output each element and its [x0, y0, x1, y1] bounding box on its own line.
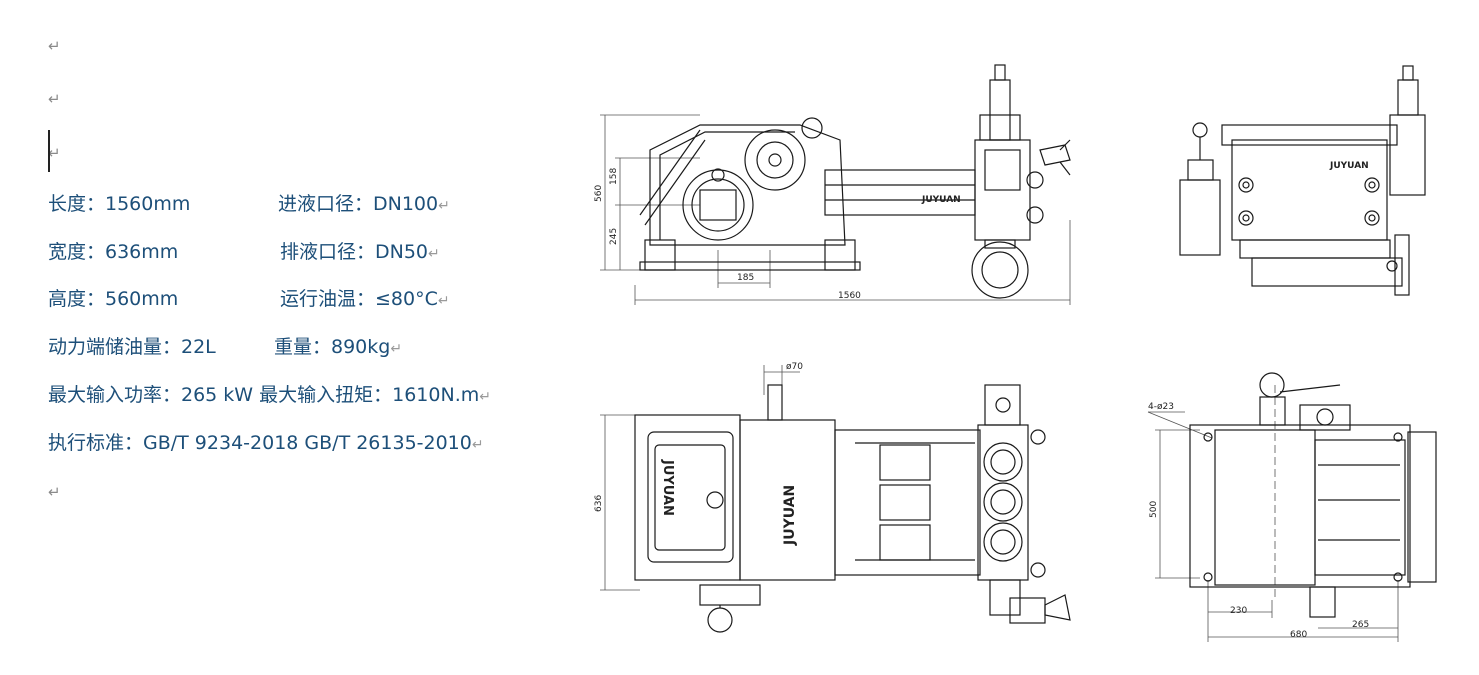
paragraph-mark: ↵ — [48, 90, 61, 108]
text-cursor — [48, 130, 50, 172]
spec-outlet: 排液口径：DN50 — [280, 241, 429, 263]
dim-top-shaft: ø70 — [786, 362, 803, 372]
top-view — [600, 365, 1071, 633]
dim-end-500: 500 — [1149, 501, 1159, 518]
spec-line-oil: 动力端储油量：22L 重量：890kg↵ — [48, 335, 402, 359]
spec-height: 高度：560mm — [48, 288, 179, 310]
paragraph-mark: ↵ — [471, 437, 484, 453]
front-view — [600, 64, 1071, 305]
paragraph-mark: ↵ — [438, 198, 450, 214]
dim-front-length: 1560 — [838, 291, 861, 301]
paragraph-mark: ↵ — [48, 144, 61, 162]
spec-line-height: 高度：560mm 运行油温：≤80°C↵ — [48, 287, 450, 311]
dim-front-185: 185 — [737, 273, 754, 283]
spec-line-standard: 执行标准：GB/T 9234-2018 GB/T 26135-2010↵ — [48, 431, 484, 457]
spec-standard: 执行标准：GB/T 9234-2018 GB/T 26135-2010 — [48, 432, 472, 454]
paragraph-mark: ↵ — [390, 341, 403, 357]
spec-line-width: 宽度：636mm 排液口径：DN50↵ — [48, 240, 440, 264]
spec-power-torque: 最大输入功率：265 kW 最大输入扭矩：1610N.m — [48, 384, 480, 406]
spec-oil-temp: 运行油温：≤80°C — [280, 288, 438, 310]
brand-label-side: JUYUAN — [1329, 161, 1369, 171]
paragraph-mark: ↵ — [48, 37, 61, 55]
spec-inlet: 进液口径：DN100 — [278, 193, 439, 215]
spec-line-power: 最大输入功率：265 kW 最大输入扭矩：1610N.m↵ — [48, 383, 491, 409]
dim-end-230: 230 — [1230, 606, 1247, 616]
paragraph-mark: ↵ — [479, 389, 491, 405]
paragraph-mark: ↵ — [48, 483, 61, 501]
dim-end-680: 680 — [1290, 630, 1307, 640]
brand-label-top-1: JUYUAN — [660, 459, 675, 516]
dim-end-holes: 4-ø23 — [1148, 402, 1174, 412]
dim-top-width: 636 — [594, 495, 604, 512]
dim-front-158: 158 — [609, 168, 619, 185]
spec-weight: 重量：890kg — [274, 336, 391, 358]
spec-line-length: 长度：1560mm 进液口径：DN100↵ — [48, 192, 450, 216]
dim-front-245: 245 — [609, 228, 619, 245]
spec-oil-capacity: 动力端储油量：22L — [48, 336, 216, 358]
dim-front-height: 560 — [594, 185, 604, 202]
end-view — [1147, 372, 1437, 642]
paragraph-mark: ↵ — [437, 293, 450, 309]
brand-label-front: JUYUAN — [921, 195, 961, 205]
spec-length: 长度：1560mm — [48, 193, 191, 215]
dim-end-265: 265 — [1352, 620, 1369, 630]
side-view — [1179, 65, 1426, 296]
spec-width: 宽度：636mm — [48, 241, 179, 263]
paragraph-mark: ↵ — [428, 246, 440, 262]
brand-label-top-2: JUYUAN — [782, 485, 798, 546]
